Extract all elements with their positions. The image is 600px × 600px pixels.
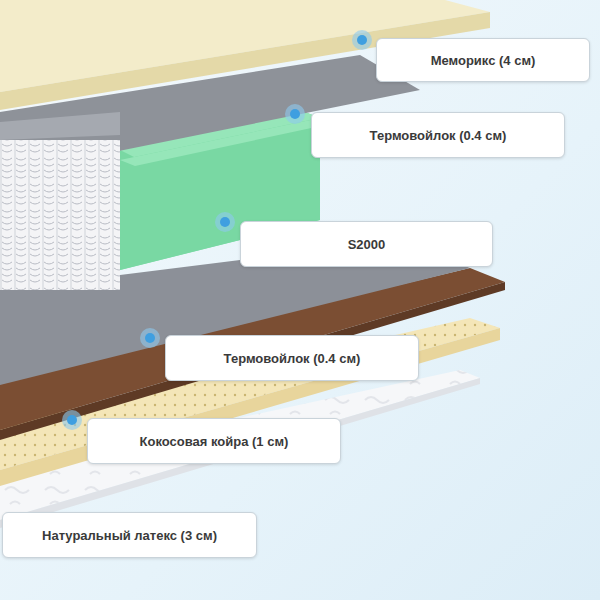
- layer-label: Термовойлок (0.4 см): [370, 128, 507, 143]
- callout-box: S2000: [240, 221, 493, 267]
- marker-dot: [285, 104, 305, 124]
- layer-label: Кокосовая койра (1 см): [140, 434, 289, 449]
- layer-label: Меморикс (4 см): [431, 53, 536, 68]
- marker-dot: [140, 328, 160, 348]
- layer-label: Термовойлок (0.4 см): [224, 351, 361, 366]
- layer-label: S2000: [348, 237, 386, 252]
- layer-label: Натуральный латекс (3 см): [42, 528, 217, 543]
- marker-dot: [352, 30, 372, 50]
- callout-box: Термовойлок (0.4 см): [311, 112, 565, 158]
- callout-box: Меморикс (4 см): [376, 38, 590, 82]
- callout-box: Термовойлок (0.4 см): [165, 335, 419, 381]
- callout-box: Кокосовая койра (1 см): [87, 418, 341, 464]
- marker-dot: [62, 410, 82, 430]
- callout-box: Натуральный латекс (3 см): [2, 512, 257, 558]
- marker-dot: [215, 212, 235, 232]
